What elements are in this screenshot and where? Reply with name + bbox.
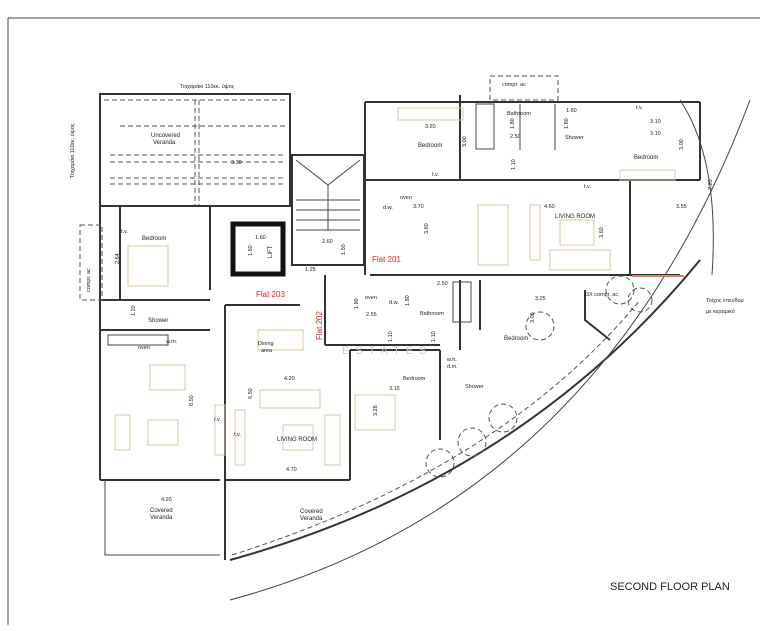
dimension-label: 1.60 (248, 245, 254, 256)
dimension-label: 3.10 (650, 119, 661, 125)
fixture-label: d.m. (447, 364, 458, 370)
flat-203-walls (79, 205, 220, 556)
room-label: Bathroom (420, 311, 444, 317)
dimension-label: 1.10 (431, 331, 437, 342)
dimension-label: 3.00 (679, 139, 685, 150)
fixture-label: compr. ac (86, 268, 92, 292)
dimension-label: 3.10 (650, 131, 661, 137)
room-label: Veranda (300, 516, 323, 522)
room-label: LIFT (268, 245, 274, 258)
fixture-label: oven (138, 345, 150, 351)
room-label: LIVING ROOM (555, 214, 595, 220)
dimension-label: 4.20 (284, 376, 295, 382)
dimension-label: 1.50 (341, 244, 347, 255)
dimension-label: 3.60 (424, 223, 430, 234)
dimension-label: 4.20 (161, 497, 172, 503)
room-label: Covered (300, 509, 323, 515)
fixture-label: oven (400, 195, 412, 201)
uncovered-veranda (99, 93, 291, 207)
dimension-label: 1.25 (305, 267, 316, 273)
watermark: ESTATES (342, 345, 433, 357)
dimension-label: 6.50 (189, 395, 195, 406)
room-label: area (261, 348, 273, 354)
staircase (291, 154, 365, 266)
dimension-label: 1.10 (388, 331, 394, 342)
furniture (114, 107, 676, 466)
note-parapet-left: Τοιχαράκι 110εκ. ύψος (69, 123, 76, 178)
fixture-label: t.v. (636, 105, 643, 111)
room-label: Covered (150, 508, 173, 514)
dimension-labels: 3.30 2.64 1.20 1.60 1.60 2.60 1.50 1.25 … (115, 108, 714, 503)
fixture-label: 3X compr. ac (586, 292, 618, 298)
lift-shaft (230, 221, 286, 277)
dimension-label: 2.50 (510, 134, 521, 140)
dimension-label: 4.60 (544, 204, 555, 210)
flat-middle-walls (324, 275, 611, 350)
dimension-label: 2.55 (366, 312, 377, 318)
dimension-label: 3.25 (535, 296, 546, 302)
note-parapet-top: Τοιχαράκι 110εκ. ύψος (180, 83, 235, 90)
fixture-label: d.w. (389, 300, 399, 306)
dimension-label: 3.20 (425, 124, 436, 130)
dimension-label: 1.20 (131, 305, 137, 316)
room-label: Shower (565, 135, 584, 141)
dimension-label: 2.64 (115, 253, 121, 264)
frame-border (7, 17, 760, 625)
dimension-label: 3.60 (599, 227, 605, 238)
fixture-label: t.v. (584, 184, 591, 190)
room-label: Dining (258, 341, 274, 347)
note-tiled-wall-2: με κεραμικό (706, 308, 735, 315)
room-label: Bedroom (634, 155, 658, 161)
fixture-label: w.h. (446, 357, 457, 363)
fixture-label: oven (365, 295, 377, 301)
dimension-label: 4.70 (286, 467, 297, 473)
room-label: Shower (465, 384, 484, 390)
dimension-label: 3.55 (676, 204, 687, 210)
room-label: Bedroom (418, 143, 442, 149)
dimension-label: 6.50 (248, 388, 254, 399)
flat-202-label: Flat 202 (315, 311, 324, 340)
dimension-label: 3.30 (231, 160, 242, 166)
dimension-label: 3.05 (530, 312, 536, 323)
flat-203-label: Flat 203 (256, 290, 285, 299)
dimension-label: 1.80 (354, 298, 360, 309)
flat-201-label: Flat 201 (372, 255, 401, 264)
fixture-label: t.v. (432, 172, 439, 178)
outer-wall-curve (679, 99, 714, 276)
dimension-label: 1.80 (564, 118, 570, 129)
room-label: Bathroom (507, 111, 531, 117)
room-label: Veranda (153, 140, 176, 146)
fixture-label: t.v. (121, 229, 128, 235)
dimension-label: 1.80 (510, 118, 516, 129)
site-boundary-curve (229, 99, 751, 601)
room-label: Bedroom (403, 376, 426, 382)
room-label: Bedroom (504, 336, 528, 342)
note-tiled-wall: Τοίχος επενδυμ (706, 298, 744, 304)
fixture-label: t.v. (234, 432, 241, 438)
dimension-label: 1.80 (405, 295, 411, 306)
flat-201-walls (364, 75, 701, 276)
fixture-label: t.v. (214, 417, 221, 423)
fixture-label: w.m. (165, 339, 178, 345)
dimension-label: 2.50 (437, 281, 448, 287)
dimension-label: 3.00 (462, 136, 468, 147)
dimension-label: 3.28 (373, 405, 379, 416)
room-label: LIVING ROOM (277, 437, 317, 443)
room-label: Veranda (150, 515, 173, 521)
room-label: Shower (148, 318, 168, 324)
room-label: Bedroom (142, 236, 166, 242)
dimension-label: 2.60 (322, 239, 333, 245)
dimension-label: 3.15 (389, 386, 400, 392)
fixture-label: compr. ac (502, 82, 526, 88)
dimension-label: 7.20 (708, 179, 714, 190)
dimension-label: 1.10 (511, 159, 517, 170)
room-label: Uncovered (151, 133, 180, 139)
dimension-label: 3.70 (413, 204, 424, 210)
dimension-label: 1.60 (566, 108, 577, 114)
planters (425, 275, 653, 478)
dimension-label: 1.60 (255, 235, 266, 241)
plan-title: SECOND FLOOR PLAN (610, 581, 730, 593)
fixture-label: d.w. (383, 205, 393, 211)
